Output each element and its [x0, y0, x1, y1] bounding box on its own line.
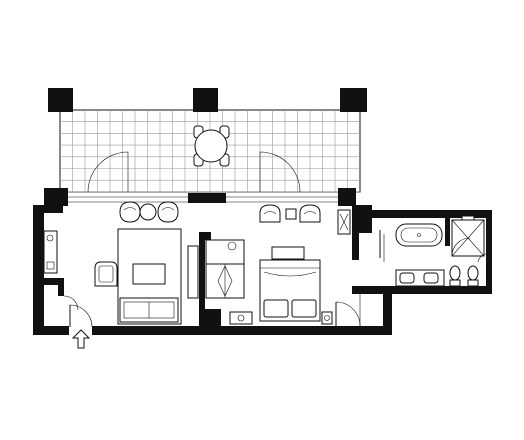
arrow-up-icon	[71, 329, 91, 349]
bed	[259, 259, 321, 322]
wall-corner-right	[338, 188, 356, 206]
toilet	[449, 265, 461, 287]
sink	[423, 272, 439, 284]
armchair-seat	[98, 265, 114, 283]
bedside-lamp	[324, 315, 330, 321]
pillow	[263, 299, 289, 318]
left-top-wall	[33, 205, 63, 213]
bedroom-right-wall	[352, 205, 359, 260]
entry-closet-wall	[33, 278, 63, 285]
desk-lamp	[46, 234, 54, 242]
coffee-table	[132, 263, 166, 285]
shower	[451, 215, 485, 257]
area-rug	[117, 228, 182, 325]
window-pier	[188, 193, 226, 203]
closet-right-wall	[383, 286, 392, 328]
bedroom-desk	[271, 246, 305, 260]
shower-head	[461, 215, 475, 221]
toilet-tank	[449, 279, 461, 287]
bedroom-cabinet-mark	[339, 213, 349, 231]
shower-partition	[445, 210, 450, 246]
partition-cap	[199, 232, 211, 240]
bath-east-wall	[486, 210, 492, 294]
terrace-door-right-swing	[259, 151, 301, 193]
central-pier	[199, 309, 221, 329]
walls	[33, 205, 492, 335]
terrace-dining-set	[193, 125, 230, 167]
bedroom-window-seating	[259, 204, 321, 223]
bath-bottom-wall	[352, 286, 388, 294]
closet-door-swing	[63, 295, 79, 311]
bedroom-armchair	[259, 204, 281, 223]
lounge-chair	[119, 201, 141, 223]
bathroom	[379, 215, 487, 287]
terrace-column-right	[340, 88, 367, 112]
bath-lower-wall	[392, 286, 490, 294]
entry-closet-jamb	[58, 278, 64, 296]
pillow	[291, 299, 317, 318]
wall-corner-left	[44, 188, 68, 206]
bath-north-wall	[372, 210, 490, 218]
bottom-wall-left	[33, 326, 69, 335]
terrace-round-table	[194, 129, 228, 163]
bedroom-armchair-back	[303, 211, 317, 215]
terrace-column-center	[193, 88, 218, 112]
bar-sink	[227, 241, 237, 251]
bidet-bowl	[467, 265, 479, 281]
armchair	[94, 261, 118, 287]
bed-sheet-drape	[263, 271, 317, 277]
desk	[43, 230, 58, 274]
lounge-chair-back	[123, 207, 137, 211]
bedside-lamp	[237, 314, 245, 322]
lounge-chair-back	[161, 207, 175, 211]
bedroom	[229, 204, 361, 327]
bidet-base	[467, 279, 479, 287]
shower-door-swing	[451, 237, 471, 257]
left-exterior-wall	[33, 205, 44, 335]
bathtub-drain	[417, 233, 421, 237]
window-wall	[44, 188, 356, 206]
wardrobe-door-swing	[224, 265, 233, 297]
central-partition	[199, 237, 205, 309]
nightstand	[321, 311, 333, 325]
toilet-bowl	[449, 265, 461, 281]
bathtub-outline	[395, 223, 443, 247]
bathtub-basin	[400, 227, 438, 243]
side-table	[139, 203, 157, 221]
bedroom-armchair-back	[263, 211, 277, 215]
sofa-seat	[123, 301, 175, 319]
terrace-door-left-swing	[87, 151, 129, 193]
bedroom-armchair	[299, 204, 321, 223]
window-seating	[119, 201, 179, 223]
media-console	[187, 245, 199, 299]
entrance-arrow	[71, 329, 91, 349]
vanity	[395, 269, 445, 287]
armchair-body	[94, 261, 118, 287]
terrace-column-left	[48, 88, 73, 112]
terrace	[48, 88, 367, 193]
lounge-chair	[157, 201, 179, 223]
central-unit	[205, 239, 245, 299]
living-room	[43, 201, 199, 349]
wc-door-swing	[477, 253, 487, 263]
nightstand	[229, 311, 253, 325]
bath-entry-wall	[359, 205, 372, 233]
sink	[399, 272, 415, 284]
bar-counter	[205, 239, 245, 265]
sofa	[119, 297, 179, 323]
desk-chair	[46, 261, 55, 270]
bidet	[467, 265, 479, 287]
bottom-wall-main	[92, 326, 392, 335]
closet-door-swing	[335, 301, 361, 327]
ottoman	[285, 208, 297, 220]
bathtub	[395, 223, 443, 247]
entry-door-swing	[69, 304, 93, 328]
wardrobe-door-swing	[217, 265, 226, 297]
